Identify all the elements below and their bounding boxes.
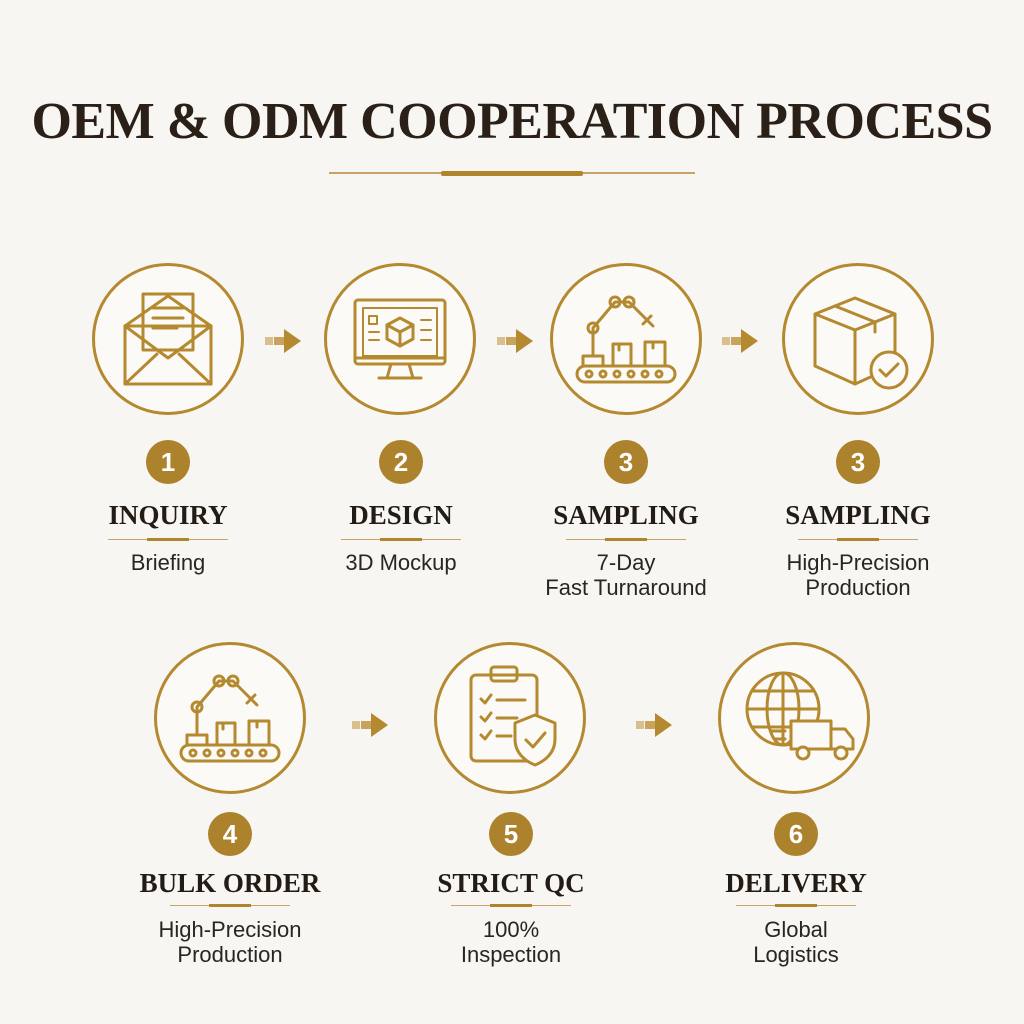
- step-number-badge: 3: [836, 440, 880, 484]
- step-subtitle: 100% Inspection: [460, 917, 562, 967]
- step-divider-accent: [380, 538, 422, 541]
- monitor-cube-icon: [324, 263, 476, 415]
- box-check-icon: [782, 263, 934, 415]
- step-number-badge: 4: [208, 812, 252, 856]
- step-subtitle: 3D Mockup: [345, 550, 457, 575]
- robotic-arm-conveyor-icon: [550, 263, 702, 415]
- step-subtitle: Briefing: [130, 550, 206, 575]
- step-subtitle: 7-Day Fast Turnaround: [545, 550, 707, 600]
- step-number-badge: 3: [604, 440, 648, 484]
- step-label: STRICT QC: [437, 868, 585, 898]
- robotic-arm-conveyor-icon: [154, 642, 306, 794]
- step-number-badge: 6: [774, 812, 818, 856]
- step-number-badge: 1: [146, 440, 190, 484]
- step-number-badge: 2: [379, 440, 423, 484]
- step-label: DELIVERY: [725, 868, 867, 898]
- step-label: INQUIRY: [108, 500, 228, 530]
- step-divider-accent: [490, 904, 532, 907]
- arrow-right-icon: [497, 329, 533, 353]
- arrow-right-icon: [352, 713, 388, 737]
- step-divider-accent: [605, 538, 647, 541]
- step-subtitle: Global Logistics: [753, 917, 839, 967]
- envelope-letter-icon: [92, 263, 244, 415]
- arrow-right-icon: [265, 329, 301, 353]
- arrow-right-icon: [636, 713, 672, 737]
- step-label: SAMPLING: [785, 500, 931, 530]
- globe-truck-icon: [718, 642, 870, 794]
- step-subtitle: High-Precision Production: [158, 917, 302, 967]
- step-label: DESIGN: [349, 500, 453, 530]
- step-number-badge: 5: [489, 812, 533, 856]
- step-label: SAMPLING: [553, 500, 699, 530]
- step-label: BULK ORDER: [139, 868, 321, 898]
- step-divider-accent: [775, 904, 817, 907]
- clipboard-shield-icon: [434, 642, 586, 794]
- step-divider-accent: [209, 904, 251, 907]
- step-divider-accent: [837, 538, 879, 541]
- step-subtitle: High-Precision Production: [786, 550, 930, 600]
- page-title: OEM & ODM COOPERATION PROCESS: [31, 93, 993, 150]
- arrow-right-icon: [722, 329, 758, 353]
- step-divider-accent: [147, 538, 189, 541]
- title-divider-accent: [441, 171, 583, 176]
